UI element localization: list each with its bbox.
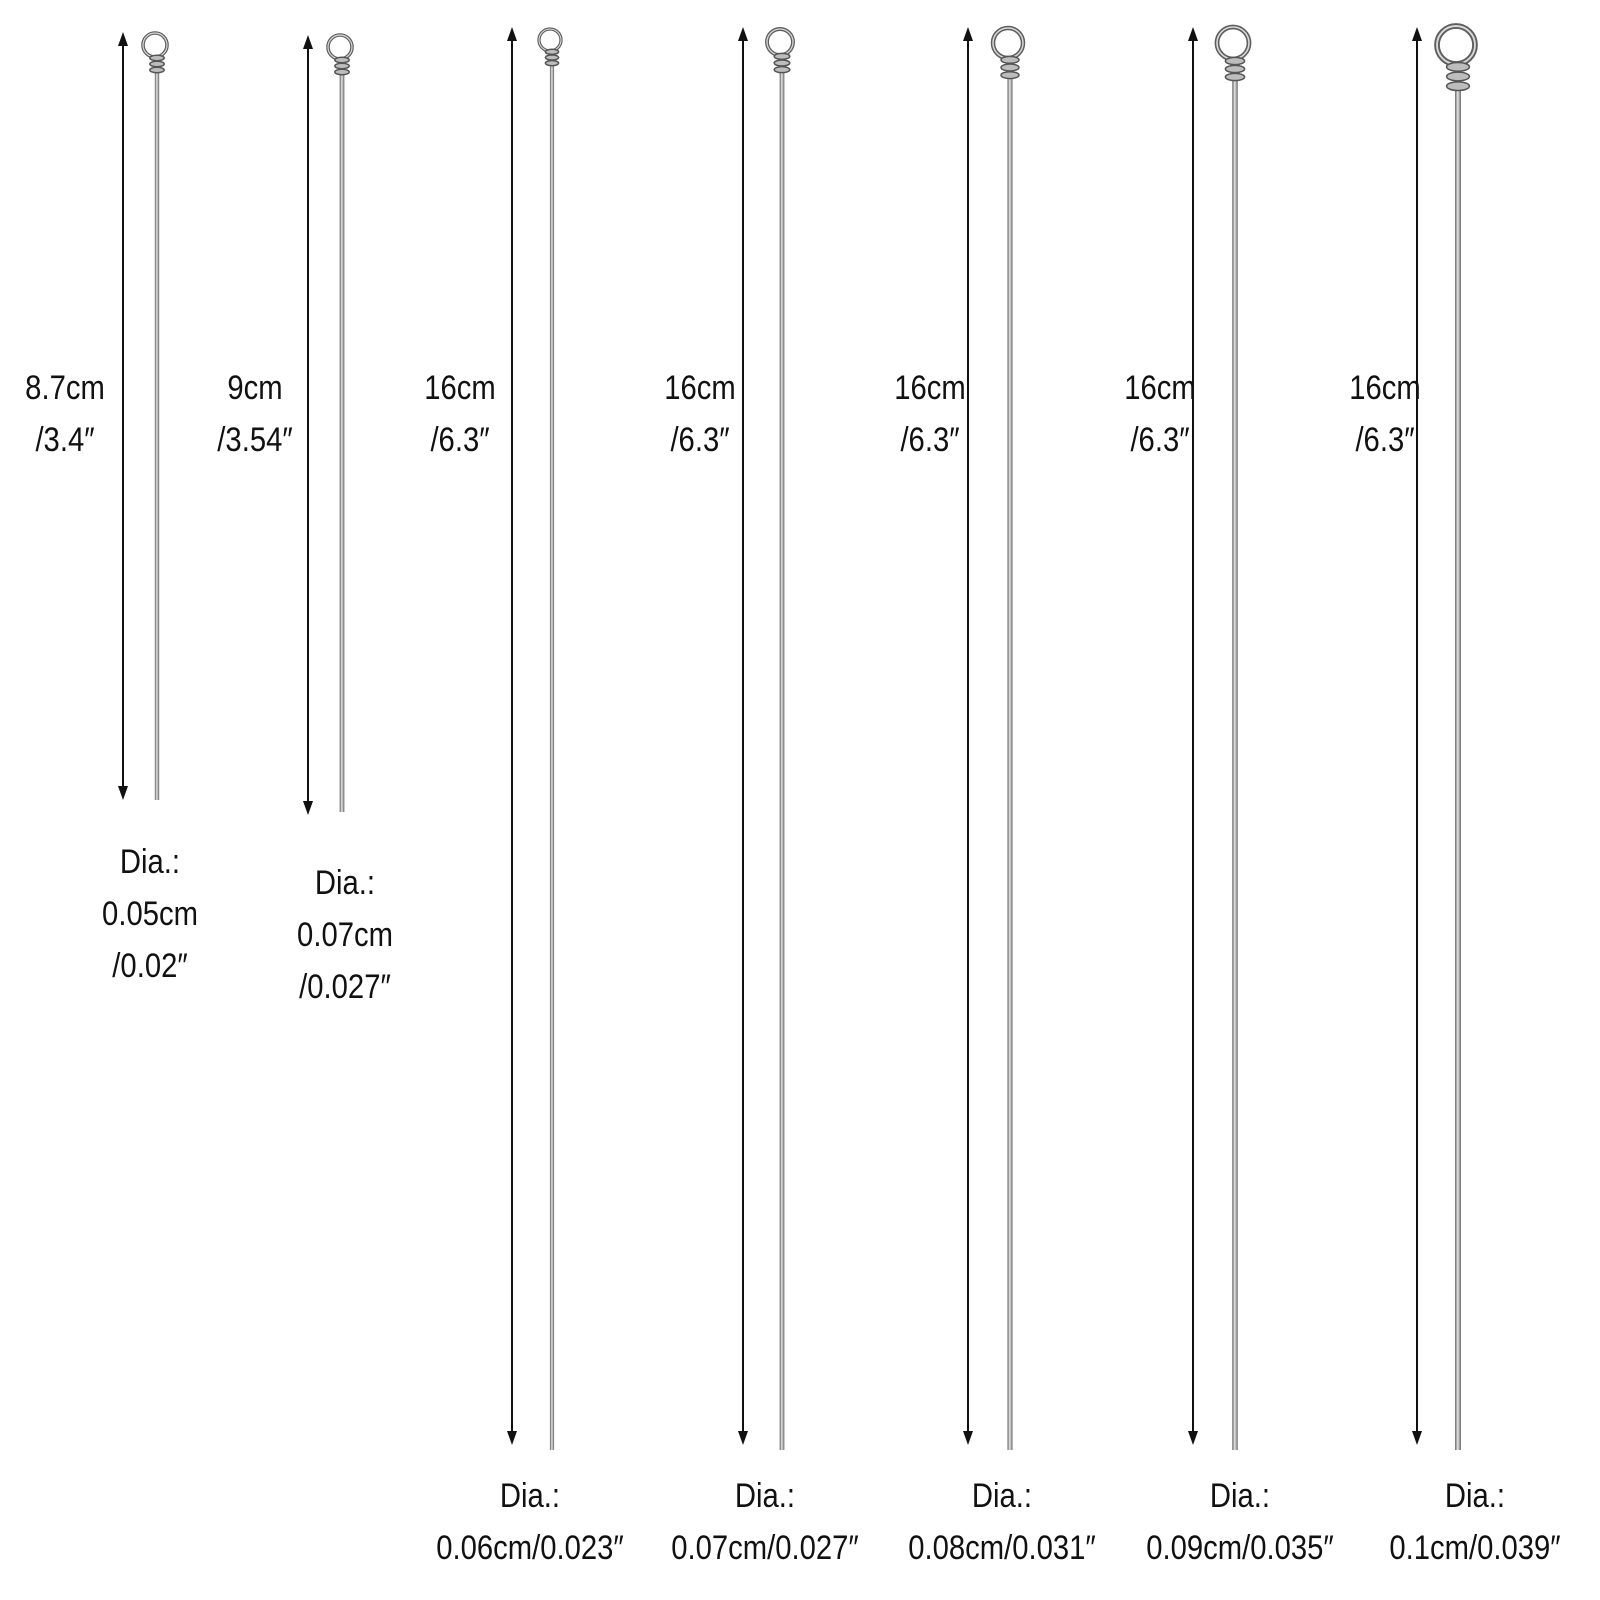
wire-coil-wrap	[773, 52, 791, 61]
wire-shaft	[155, 73, 159, 800]
dia-value: 0.08cm/0.031″	[908, 1529, 1096, 1567]
wire-loop-highlight	[538, 28, 562, 52]
dia-value: 0.1cm/0.039″	[1389, 1529, 1561, 1567]
dia-label: Dia.:	[1209, 1477, 1271, 1515]
wire-coil-wrap	[544, 59, 560, 67]
length-label-5: 16cm /6.3″	[887, 362, 973, 466]
length-in: /6.3″	[1130, 421, 1190, 459]
length-in: /6.3″	[900, 421, 960, 459]
diameter-label-1: Dia.: 0.05cm /0.02″	[90, 836, 210, 992]
diameter-label-3: Dia.: 0.06cm/0.023″	[418, 1470, 642, 1574]
wire-coil-wrap	[1000, 70, 1020, 80]
arrow-up-icon	[1188, 27, 1198, 41]
arrow-up-icon	[738, 27, 748, 41]
wire-shaft	[780, 73, 784, 1450]
wire-loop-highlight	[327, 34, 353, 60]
diameter-label-5: Dia.: 0.08cm/0.031″	[890, 1470, 1114, 1574]
length-cm: 16cm	[664, 369, 736, 407]
wire-coil-wrap	[1000, 63, 1020, 72]
wire-loop-highlight	[766, 28, 794, 56]
diameter-label-6: Dia.: 0.09cm/0.035″	[1128, 1470, 1352, 1574]
dia-label: Dia.:	[499, 1477, 561, 1515]
wire-shaft	[1455, 91, 1461, 1450]
dia-value: 0.09cm/0.035″	[1146, 1529, 1334, 1567]
wire-coil-wrap	[149, 60, 165, 68]
arrow-down-icon	[1188, 1431, 1198, 1445]
arrow-up-icon	[1412, 27, 1422, 41]
length-in: /6.3″	[1355, 421, 1415, 459]
wire-coil-wrap	[1224, 64, 1246, 74]
arrow-down-icon	[1412, 1431, 1422, 1445]
wire-coil-wrap	[1224, 72, 1246, 82]
diameter-label-7: Dia.: 0.1cm/0.039″	[1368, 1470, 1583, 1574]
length-label-6: 16cm /6.3″	[1117, 362, 1203, 466]
dia-value: 0.07cm/0.027″	[671, 1529, 859, 1567]
dia-cm: 0.05cm	[102, 895, 198, 933]
length-cm: 8.7cm	[25, 369, 105, 407]
dia-cm: 0.07cm	[297, 916, 393, 954]
wire-loop-highlight	[1216, 26, 1250, 60]
diameter-label-2: Dia.: 0.07cm /0.027″	[281, 857, 410, 1013]
wire-coil-wrap	[773, 65, 791, 74]
wire-shaft	[550, 66, 554, 1450]
wire-coil-wrap	[544, 48, 560, 56]
dia-label: Dia.:	[314, 864, 376, 902]
dia-label: Dia.:	[119, 843, 181, 881]
wire-coil-wrap	[149, 66, 165, 74]
arrow-up-icon	[303, 35, 313, 49]
length-cm: 9cm	[227, 369, 283, 407]
wire-loop-highlight	[1436, 25, 1476, 65]
length-in: /6.3″	[670, 421, 730, 459]
diameter-label-4: Dia.: 0.07cm/0.027″	[653, 1470, 877, 1574]
wire-coil-wrap	[773, 59, 791, 67]
wire-coil-wrap	[149, 54, 165, 62]
wire-coil-wrap	[334, 62, 350, 70]
dia-value: 0.06cm/0.023″	[436, 1529, 624, 1567]
arrow-up-icon	[963, 27, 973, 41]
wire-coil-wrap	[334, 68, 350, 76]
arrow-down-icon	[507, 1431, 517, 1445]
dia-in: /0.027″	[299, 968, 391, 1006]
dia-label: Dia.:	[1444, 1477, 1506, 1515]
wire-coil-wrap	[544, 54, 560, 61]
wire-loop-highlight	[142, 32, 168, 58]
length-label-7: 16cm /6.3″	[1342, 362, 1428, 466]
length-label-1: 8.7cm /3.4″	[22, 362, 108, 466]
length-cm: 16cm	[894, 369, 966, 407]
wire-coil-wrap	[1445, 81, 1471, 92]
arrow-down-icon	[118, 786, 128, 800]
length-cm: 16cm	[1349, 369, 1421, 407]
length-in: /6.3″	[430, 421, 490, 459]
wire-coil-wrap	[334, 56, 350, 64]
wire-shaft	[340, 75, 344, 812]
wire-shaft	[1008, 79, 1012, 1450]
arrow-down-icon	[303, 801, 313, 815]
length-label-4: 16cm /6.3″	[657, 362, 743, 466]
arrow-down-icon	[963, 1431, 973, 1445]
wire-coil-wrap	[1000, 55, 1020, 65]
length-in: /3.54″	[217, 421, 293, 459]
dia-label: Dia.:	[734, 1477, 796, 1515]
length-in: /3.4″	[35, 421, 95, 459]
length-cm: 16cm	[1124, 369, 1196, 407]
length-label-2: 9cm /3.54″	[208, 362, 303, 466]
length-cm: 16cm	[424, 369, 496, 407]
arrow-up-icon	[118, 32, 128, 46]
length-label-3: 16cm /6.3″	[417, 362, 503, 466]
wire-coil-wrap	[1445, 71, 1471, 82]
wire-shaft	[1232, 81, 1238, 1450]
arrow-up-icon	[507, 27, 517, 41]
dia-label: Dia.:	[971, 1477, 1033, 1515]
wire-loop-highlight	[992, 27, 1024, 59]
arrow-down-icon	[738, 1431, 748, 1445]
wire-coil-wrap	[1445, 61, 1471, 72]
dia-in: /0.02″	[112, 947, 188, 985]
wire-coil-wrap	[1224, 56, 1246, 66]
